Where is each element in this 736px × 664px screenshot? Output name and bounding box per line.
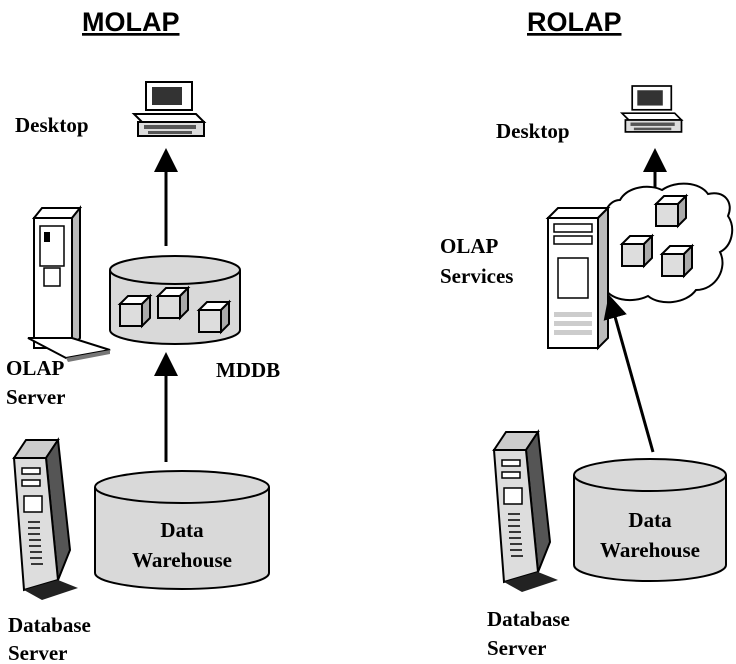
rolap-db-server-label-line1: Database	[487, 607, 570, 631]
molap-db-server-label-line2: Server	[8, 641, 67, 664]
molap-warehouse-label-line2: Warehouse	[132, 548, 232, 572]
molap-cube-icon-1	[119, 295, 151, 327]
rolap-desktop-label: Desktop	[496, 119, 570, 143]
molap-title: MOLAP	[82, 7, 180, 37]
rolap-olap-services-server-icon	[545, 205, 611, 351]
rolap-warehouse-label-line2: Warehouse	[600, 538, 700, 562]
molap-desktop-label: Desktop	[15, 113, 89, 137]
rolap-data-warehouse-cylinder	[573, 458, 727, 582]
molap-olap-server-icon	[27, 205, 111, 362]
rolap-db-server-label-line2: Server	[487, 636, 546, 660]
molap-cube-icon-3	[198, 301, 230, 333]
rolap-cube-icon-1	[655, 195, 687, 227]
molap-cube-icon-2	[157, 287, 189, 319]
rolap-title: ROLAP	[527, 7, 622, 37]
molap-olap-server-label-line1: OLAP	[6, 356, 65, 380]
rolap-olap-services-label-line2: Services	[440, 264, 513, 288]
rolap-desktop-icon	[621, 85, 683, 133]
molap-data-warehouse-cylinder	[94, 470, 270, 590]
rolap-database-server-icon	[493, 431, 559, 593]
rolap-cube-icon-2	[621, 235, 653, 267]
molap-olap-server-label-line2: Server	[6, 385, 65, 409]
rolap-arrow-to-olap-services	[603, 294, 655, 453]
rolap-warehouse-label-line1: Data	[628, 508, 672, 532]
molap-db-server-label-line1: Database	[8, 613, 91, 637]
molap-desktop-icon	[133, 81, 205, 137]
rolap-olap-services-label-line1: OLAP	[440, 234, 499, 258]
molap-database-server-icon	[13, 439, 79, 601]
rolap-cube-icon-3	[661, 245, 693, 277]
molap-warehouse-label-line1: Data	[160, 518, 204, 542]
molap-mddb-label: MDDB	[216, 358, 280, 382]
